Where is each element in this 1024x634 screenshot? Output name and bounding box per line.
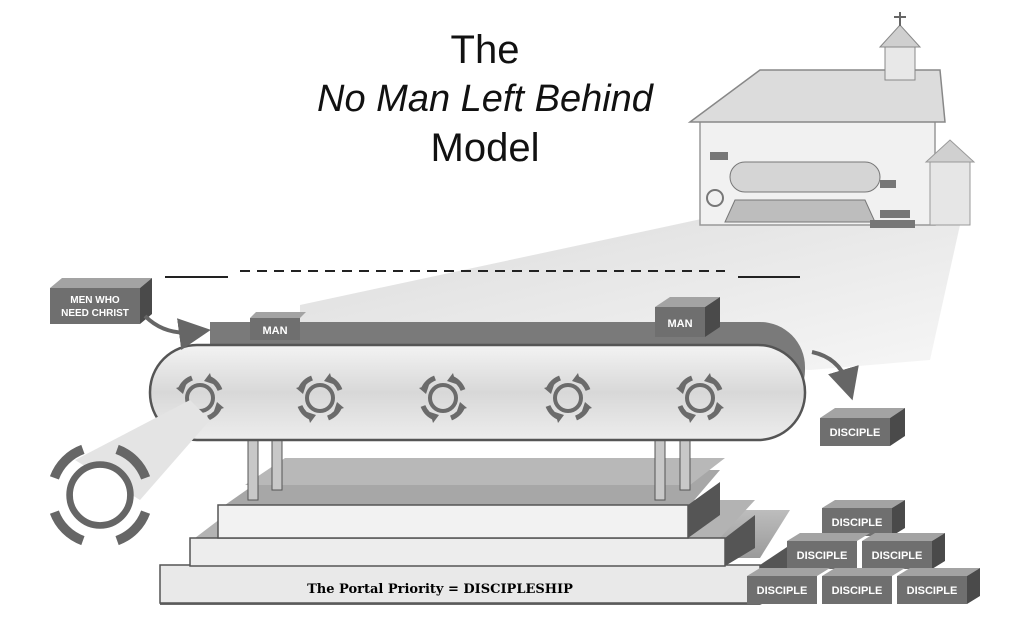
man-label-right: MAN [667, 318, 692, 330]
disciple-pyramid: DISCIPLE DISCIPLE DISCIPLE DISCIPLE DISC… [747, 500, 980, 604]
disciple-label: DISCIPLE [832, 517, 883, 529]
disciple-label: DISCIPLE [830, 427, 881, 439]
disciple-label: DISCIPLE [832, 585, 883, 597]
title-line-2: No Man Left Behind [317, 78, 653, 120]
platform-steps [159, 458, 790, 605]
man-label-left: MAN [262, 325, 287, 337]
men-who-need-christ-box: MEN WHO NEED CHRIST [50, 278, 152, 324]
man-box-right: MAN [655, 297, 720, 337]
disciple-box-single: DISCIPLE [820, 408, 905, 446]
curved-arrow-icon [143, 314, 211, 350]
man-box-left: MAN [250, 312, 306, 340]
rotating-arrows-icon-large [49, 444, 151, 546]
disciple-label: DISCIPLE [797, 550, 848, 562]
title-line-1: The [450, 28, 520, 72]
portal-priority-caption: The Portal Priority = DISCIPLESHIP [307, 582, 573, 597]
church-icon [687, 12, 976, 228]
disciple-label: DISCIPLE [757, 585, 808, 597]
curved-arrow-icon [811, 350, 859, 401]
need-christ-label: NEED CHRIST [61, 308, 129, 319]
disciple-label: DISCIPLE [907, 585, 958, 597]
men-who-label: MEN WHO [70, 295, 120, 306]
disciple-label: DISCIPLE [872, 550, 923, 562]
title-line-3: Model [430, 126, 540, 170]
